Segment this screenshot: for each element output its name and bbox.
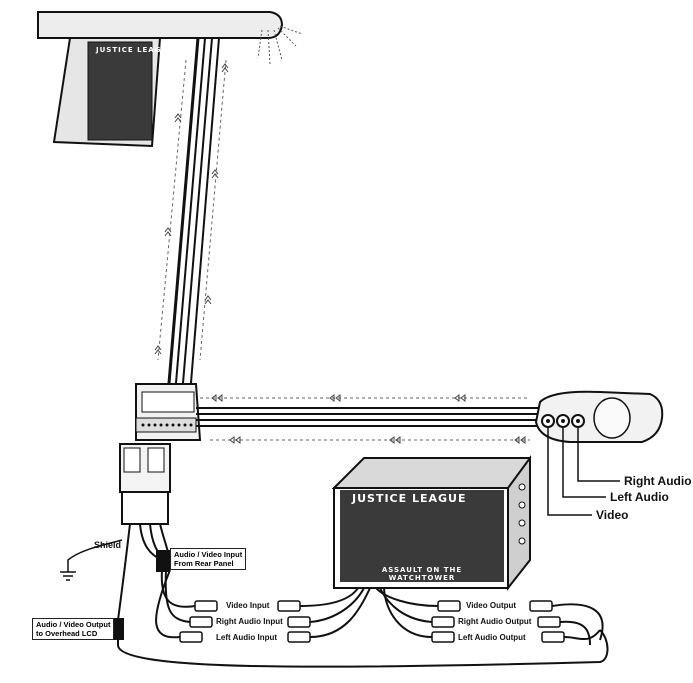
av-input-label-line2: From Rear Panel (174, 559, 234, 568)
up-arrow-icons (154, 63, 229, 355)
light-rays-icon (257, 25, 303, 65)
left-arrow-icons (211, 394, 526, 444)
main-connector (135, 383, 202, 441)
dvd-screen-title: JUSTICE LEAGUE (352, 492, 467, 505)
ground-icon (60, 539, 123, 581)
av-input-plug (156, 550, 170, 572)
harness-wires (117, 523, 609, 668)
av-input-label-line1: Audio / Video Input (174, 550, 243, 559)
output-rca-plugs (431, 600, 565, 643)
video-label: Video (596, 508, 629, 522)
video-input-label: Video Input (226, 601, 270, 610)
video-output-label: Video Output (466, 601, 517, 610)
right-audio-label: Right Audio (624, 474, 692, 488)
left-audio-input-label: Left Audio Input (216, 633, 278, 642)
output-plug-cables (375, 587, 604, 646)
input-plug-cables (299, 587, 371, 638)
av-output-label-line1: Audio / Video Output (36, 620, 111, 629)
overhead-lcd (37, 11, 303, 148)
left-audio-label: Left Audio (610, 490, 669, 504)
overhead-screen-title: JUSTICE LEAGUE (96, 46, 174, 54)
dvd-screen-subtitle: ASSAULT ON THE WATCHTOWER (381, 566, 463, 582)
av-output-label: Audio / Video Output to Overhead LCD (32, 618, 115, 640)
vertical-cable-bundle (157, 37, 227, 396)
rca-jack-panel (534, 390, 664, 443)
jack-callouts (547, 428, 620, 516)
shield-block (119, 443, 171, 525)
shield-label: Shield (94, 540, 122, 550)
dvd-screen (340, 490, 504, 582)
right-audio-output-label: Right Audio Output (458, 617, 532, 626)
overhead-screen (87, 41, 153, 141)
right-audio-input-label: Right Audio Input (216, 617, 283, 626)
input-rca-plugs (179, 600, 311, 643)
horizontal-cable-bundle (196, 397, 540, 441)
av-input-label: Audio / Video Input From Rear Panel (170, 548, 247, 570)
left-audio-output-label: Left Audio Output (458, 633, 526, 642)
av-output-label-line2: to Overhead LCD (36, 629, 98, 638)
dvd-player (331, 454, 532, 591)
